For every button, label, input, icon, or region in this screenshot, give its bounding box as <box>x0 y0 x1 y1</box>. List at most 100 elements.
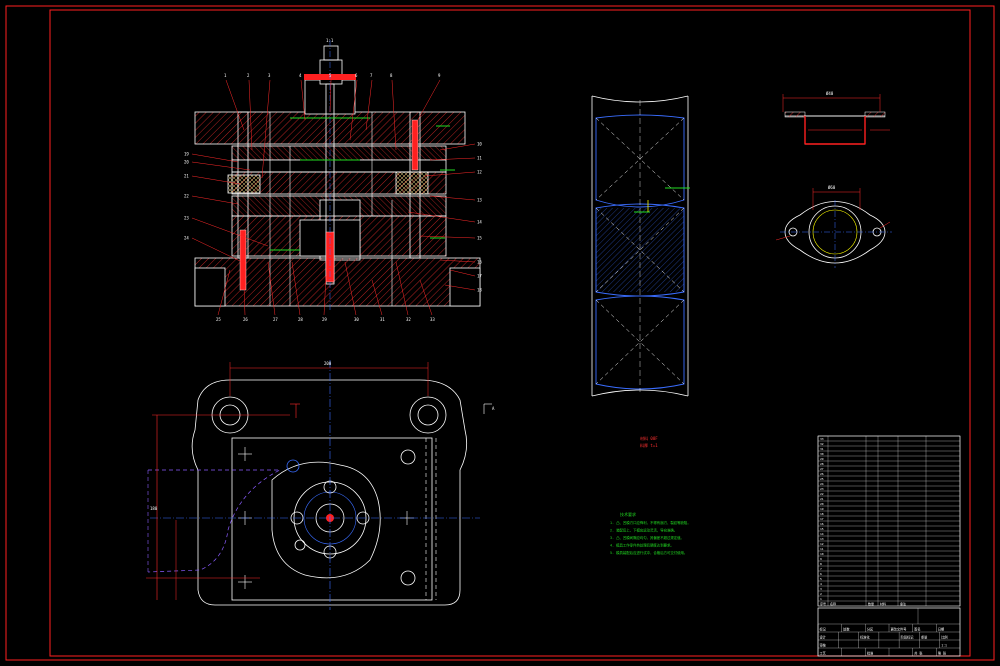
bom-cell-no: 25 <box>820 477 824 481</box>
bom-cell-no: 1 <box>820 597 822 601</box>
bom-cell-no: 16 <box>820 522 824 526</box>
bom-cell-no: 26 <box>820 472 824 476</box>
plan-top-dimension: 200 <box>324 361 332 366</box>
outer-frame <box>5 5 995 661</box>
bom-header-no: 序号 <box>820 601 826 606</box>
leader-line <box>243 285 246 316</box>
bom-cell-no: 23 <box>820 487 824 491</box>
inner-frame <box>49 9 971 657</box>
callout-label: 22 <box>184 194 189 199</box>
callout-label: 21 <box>184 174 189 179</box>
part-dimension-flange: Ø60 <box>828 185 836 190</box>
leader-line <box>391 79 397 151</box>
bom-cell-no: 17 <box>820 517 824 521</box>
callout-label: 23 <box>184 216 189 221</box>
callout-label: 25 <box>216 317 221 322</box>
bom-cell-no: 9 <box>820 557 822 561</box>
leader-line <box>424 171 476 177</box>
callout-label: 1 <box>224 73 227 78</box>
plan-left-dimension: 180 <box>150 506 158 511</box>
bom-header-name: 名称 <box>830 601 836 606</box>
bom-cell-no: 32 <box>820 442 824 446</box>
callout-label: 3 <box>268 73 271 78</box>
callout-label: 33 <box>430 317 435 322</box>
title-block-cell: 重量 <box>921 634 928 639</box>
title-block-cell: 更改文件号 <box>891 626 907 631</box>
leader-line <box>191 175 241 185</box>
leader-line <box>419 235 476 239</box>
section-marker-a: A <box>492 406 495 411</box>
bom-cell-no: 19 <box>820 507 824 511</box>
callout-label: 13 <box>477 198 482 203</box>
bom-cell-no: 7 <box>820 567 822 571</box>
leader-line <box>191 153 239 163</box>
die-plan-view <box>146 360 492 610</box>
bom-cell-no: 22 <box>820 492 824 496</box>
leader-line <box>191 195 239 205</box>
bom-cell-no: 5 <box>820 577 822 581</box>
leader-line <box>444 284 476 291</box>
title-block-cell: 1:1 <box>941 643 947 647</box>
leader-line <box>248 79 253 151</box>
leader-line <box>419 279 433 316</box>
title-block-cell: 日期 <box>938 626 944 631</box>
callout-label: 6 <box>355 73 358 78</box>
bom-cell-no: 24 <box>820 482 824 486</box>
tech-requirements-title: 技术要求 <box>620 511 636 517</box>
title-block-cell: 比例 <box>941 634 947 639</box>
bom-cell-no: 28 <box>820 462 824 466</box>
title-block-cell: 工艺 <box>820 650 826 655</box>
callout-label: 11 <box>477 156 482 161</box>
bom-cell-no: 12 <box>820 542 824 546</box>
bom-cell-no: 31 <box>820 447 824 451</box>
tech-requirement-line: 3. 凸、凹模间隙应均匀，其偏差不超过规定值。 <box>610 535 684 540</box>
bom-cell-no: 15 <box>820 527 824 531</box>
tech-requirement-line: 1. 凸、凹模刃口应锋利，不得有崩刃、裂纹等缺陷。 <box>610 520 691 525</box>
leader-line <box>429 157 476 161</box>
leader-line <box>191 217 269 247</box>
part-front-view <box>782 94 890 145</box>
title-block-cell: 审核 <box>820 642 827 647</box>
leader-line <box>439 143 476 151</box>
bill-of-materials-table: 3332313029282726252423222120191817161514… <box>817 435 961 607</box>
bom-cell-no: 14 <box>820 532 824 536</box>
leader-line <box>300 79 306 121</box>
callout-label: 26 <box>243 317 248 322</box>
callout-label: 32 <box>406 317 411 322</box>
callout-label: 20 <box>184 160 189 165</box>
callout-label: 18 <box>477 288 482 293</box>
title-block-cell: 分区 <box>867 626 874 631</box>
callout-label: 31 <box>380 317 385 322</box>
callout-label: 7 <box>370 73 373 78</box>
callout-label: 8 <box>390 73 393 78</box>
die-section-view <box>194 40 481 310</box>
bom-cell-no: 13 <box>820 537 824 541</box>
strip-layout-view <box>591 95 690 397</box>
bom-cell-no: 33 <box>820 437 824 441</box>
leader-line <box>407 211 476 223</box>
callout-label: 27 <box>273 317 278 322</box>
leader-line <box>291 261 301 316</box>
part-top-view <box>775 188 892 268</box>
bom-header-qty: 数量 <box>868 601 874 606</box>
callout-label: 16 <box>477 260 482 265</box>
tech-requirement-line: 2. 装配后上、下模应运动灵活，导向准确。 <box>610 528 677 533</box>
bom-cell-no: 20 <box>820 502 824 506</box>
title-block-cell: 标记 <box>820 626 827 631</box>
part-dimension-top: Ø40 <box>826 91 834 96</box>
callout-label: 28 <box>298 317 303 322</box>
leader-line <box>365 79 373 131</box>
callout-label: 30 <box>354 317 359 322</box>
title-block-cell: 共 张 <box>914 650 923 655</box>
leader-line <box>267 261 276 316</box>
tech-requirements-list: 1. 凸、凹模刃口应锋利，不得有崩刃、裂纹等缺陷。 2. 装配后上、下模应运动灵活… <box>610 520 691 555</box>
bom-cell-no: 18 <box>820 512 824 516</box>
leader-line <box>329 79 332 113</box>
callout-label: 9 <box>438 73 441 78</box>
bom-cell-no: 3 <box>820 587 822 591</box>
bom-cell-no: 2 <box>820 592 822 596</box>
leader-line <box>449 269 476 277</box>
strip-note-1: 材料 08F <box>640 435 658 441</box>
